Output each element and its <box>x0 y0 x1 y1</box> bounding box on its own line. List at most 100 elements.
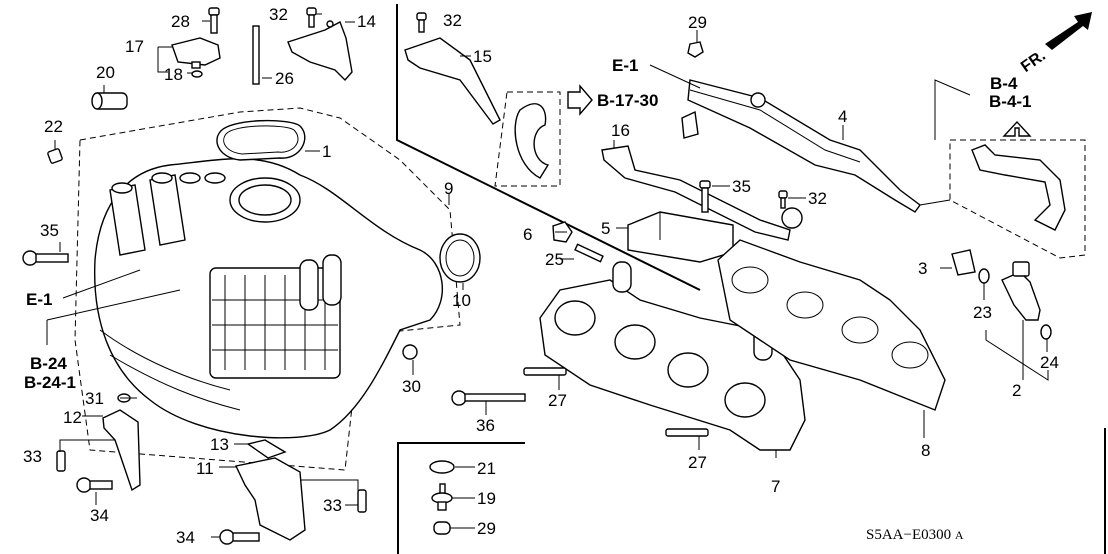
callout-11[interactable]: 11 <box>196 459 214 478</box>
stud-26 <box>252 25 260 85</box>
bracket-14 <box>287 20 353 82</box>
bolt-19 <box>431 483 453 511</box>
stud-25 <box>574 243 604 263</box>
callout-30[interactable]: 30 <box>402 377 421 396</box>
callout-6[interactable]: 6 <box>523 225 533 244</box>
bracket-16 <box>601 145 803 241</box>
callout-32-right[interactable]: 32 <box>808 189 827 208</box>
callout-23[interactable]: 23 <box>973 303 992 322</box>
callout-27-lower[interactable]: 27 <box>688 453 707 472</box>
callout-5[interactable]: 5 <box>601 219 611 238</box>
gasket-8 <box>717 239 946 411</box>
callout-10[interactable]: 10 <box>452 291 471 310</box>
intake-manifold <box>93 158 444 439</box>
callout-33-right[interactable]: 33 <box>323 496 342 515</box>
stud-27-upper <box>523 367 567 376</box>
callout-18[interactable]: 18 <box>164 65 183 84</box>
callout-15[interactable]: 15 <box>473 47 492 66</box>
callout-3[interactable]: 3 <box>918 259 928 278</box>
callout-34-left[interactable]: 34 <box>90 506 109 525</box>
diagram-code-main: S5AA−E0300 <box>866 527 952 543</box>
callout-32-mid[interactable]: 32 <box>443 11 462 30</box>
bolt-34-left <box>76 477 113 493</box>
callout-36[interactable]: 36 <box>476 416 495 435</box>
callout-25[interactable]: 25 <box>545 250 564 269</box>
nut-30 <box>402 344 418 360</box>
front-arrow-icon <box>1045 12 1092 50</box>
callout-27-upper[interactable]: 27 <box>548 391 567 410</box>
plate-13 <box>246 439 287 459</box>
callout-35-left[interactable]: 35 <box>40 221 59 240</box>
callout-29-legend[interactable]: 29 <box>477 519 496 538</box>
callout-2[interactable]: 2 <box>1012 381 1022 400</box>
ref-e1-left[interactable]: E-1 <box>26 290 53 309</box>
ref-b4-1[interactable]: B-4-1 <box>989 92 1032 111</box>
map-sensor-17 <box>171 37 221 69</box>
reference-arrow-b17 <box>567 84 593 116</box>
bolt-33-right <box>357 489 367 513</box>
plug-22 <box>47 148 63 164</box>
o-ring-18 <box>191 70 203 78</box>
callout-22[interactable]: 22 <box>44 117 63 136</box>
ref-b4[interactable]: B-4 <box>990 74 1018 93</box>
ref-b24[interactable]: B-24 <box>30 354 67 373</box>
bolt-34-right <box>219 529 260 545</box>
callout-19[interactable]: 19 <box>477 489 496 508</box>
pcv-valve-20 <box>91 92 128 110</box>
intake-manifold-7 <box>539 261 806 451</box>
bolt-33-left <box>56 450 66 472</box>
callout-21[interactable]: 21 <box>477 459 496 478</box>
callout-1[interactable]: 1 <box>322 142 332 161</box>
callout-16[interactable]: 16 <box>611 121 630 140</box>
bolt-32-right <box>778 190 788 209</box>
o-ring-23 <box>978 268 990 284</box>
callout-33-left[interactable]: 33 <box>23 447 42 466</box>
gasket-10 <box>439 233 481 283</box>
bolt-32-top <box>306 7 317 28</box>
nut-29 <box>687 41 704 58</box>
callout-32-top[interactable]: 32 <box>269 5 288 24</box>
bolt-32-mid <box>416 12 427 33</box>
bolt-36 <box>451 390 526 406</box>
callout-31[interactable]: 31 <box>85 389 104 408</box>
bracket-11 <box>234 457 306 541</box>
bolt-35-left <box>22 250 69 266</box>
callout-26[interactable]: 26 <box>275 69 294 88</box>
callout-14[interactable]: 14 <box>357 12 376 31</box>
callout-20[interactable]: 20 <box>96 63 115 82</box>
leader-lines <box>46 13 1049 538</box>
callout-4[interactable]: 4 <box>838 107 848 126</box>
callout-34-right[interactable]: 34 <box>176 528 195 547</box>
clip-detail-box <box>494 91 561 187</box>
callout-13[interactable]: 13 <box>210 435 229 454</box>
injector-2 <box>1001 261 1041 321</box>
callout-17[interactable]: 17 <box>125 37 144 56</box>
callout-12[interactable]: 12 <box>63 408 82 427</box>
washer-21 <box>429 460 455 474</box>
callout-8[interactable]: 8 <box>921 441 931 460</box>
diagram-code: S5AA−E0300 A <box>866 527 964 544</box>
bolt-28 <box>208 7 220 34</box>
bracket-12 <box>102 409 141 492</box>
o-ring-24 <box>1040 324 1052 340</box>
ref-e1-top[interactable]: E-1 <box>612 56 639 75</box>
ref-b24-1[interactable]: B-24-1 <box>24 373 76 392</box>
fuel-rail-4 <box>681 79 921 213</box>
section-dividers <box>396 4 1106 554</box>
bolt-35-right <box>699 180 711 213</box>
clip-3 <box>951 249 976 276</box>
callout-9[interactable]: 9 <box>444 179 454 198</box>
ref-b17-30[interactable]: B-17-30 <box>597 91 659 110</box>
callout-7[interactable]: 7 <box>771 477 781 496</box>
callout-24[interactable]: 24 <box>1040 353 1059 372</box>
insulator-5 <box>627 211 734 263</box>
fuel-pipe-detail-box <box>949 139 1086 259</box>
callout-35-right[interactable]: 35 <box>732 177 751 196</box>
callout-28[interactable]: 28 <box>171 12 190 31</box>
nut-29-legend <box>433 521 451 535</box>
stud-27-lower <box>665 428 709 437</box>
bracket-15 <box>404 37 501 125</box>
callout-29-top[interactable]: 29 <box>688 13 707 32</box>
reference-arrow-b4 <box>1002 120 1032 137</box>
